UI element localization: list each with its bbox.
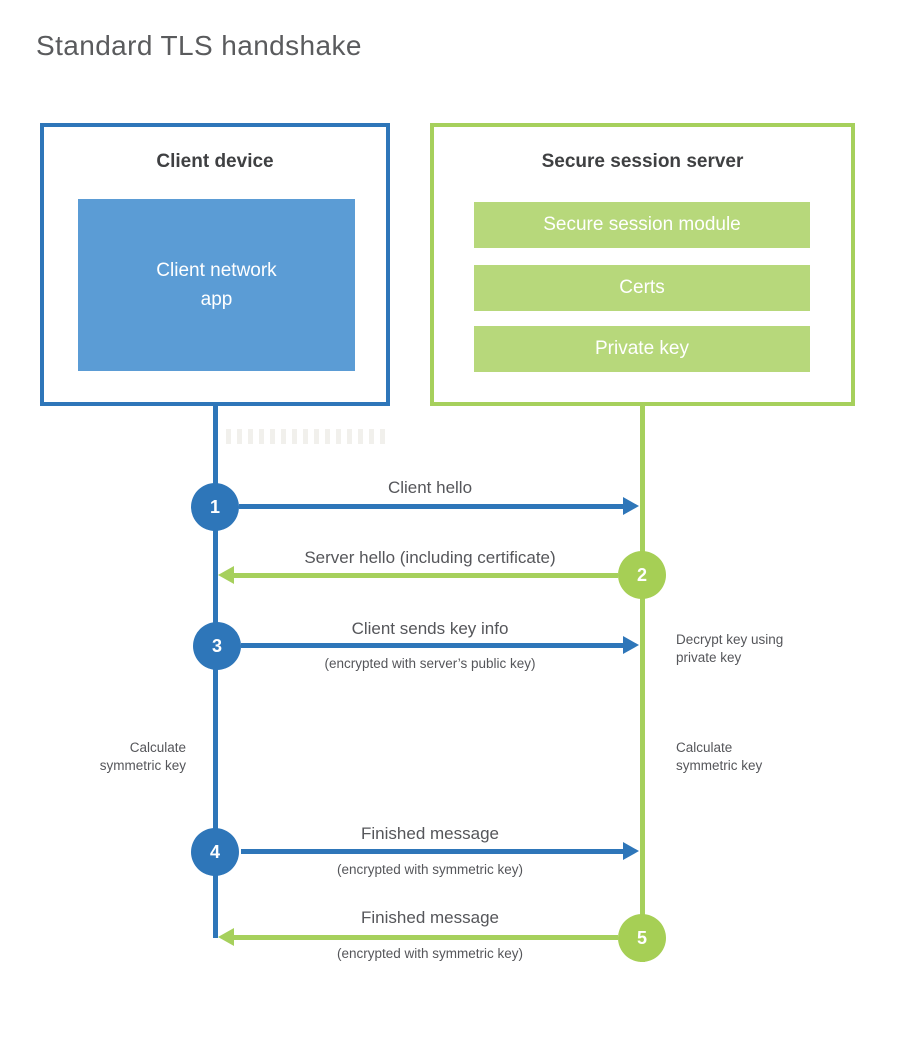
arrow-finished-server [218,928,618,946]
page-title: Standard TLS handshake [36,30,362,61]
arrow-client-key-info [241,636,639,654]
server-module-private-key: Private key [474,326,810,372]
step-5-badge: 5 [618,914,666,962]
faint-watermark-artifact [226,429,386,444]
arrow-head-left-icon [218,566,234,584]
label-server-hello: Server hello (including certificate) [304,548,556,567]
note-calculate-symmetric-key-client: Calculate symmetric key [99,740,186,773]
step-3-badge: 3 [193,622,241,670]
label-finished-server: Finished message [361,908,499,927]
secure-session-server-title: Secure session server [541,151,744,172]
label-finished-client: Finished message [361,824,499,843]
label-client-key-info: Client sends key info [351,619,509,638]
step-2-badge: 2 [618,551,666,599]
server-module-certs: Certs [474,265,810,311]
arrow-head-right-icon [623,636,639,654]
arrow-shaft [230,573,618,578]
arrow-finished-client [241,842,639,860]
client-lifeline [213,405,218,938]
arrow-shaft [241,849,627,854]
arrow-shaft [230,935,618,940]
arrow-server-hello [218,566,618,584]
arrow-head-right-icon [623,497,639,515]
note-calculate-symmetric-key-server: Calculate symmetric key [676,740,763,773]
server-module-secure-session: Secure session module [474,202,810,248]
sublabel-finished-server: (encrypted with symmetric key) [336,946,524,961]
step-4-badge: 4 [191,828,239,876]
label-client-hello: Client hello [387,478,473,497]
step-1-badge: 1 [191,483,239,531]
arrow-client-hello [239,497,639,515]
arrow-shaft [241,643,627,648]
note-decrypt-key: Decrypt key using private key [676,632,784,665]
server-lifeline [640,405,645,962]
sublabel-client-key-info: (encrypted with server’s public key) [324,656,536,671]
arrow-head-right-icon [623,842,639,860]
sublabel-finished-client: (encrypted with symmetric key) [336,862,524,877]
client-device-title: Client device [156,151,274,172]
client-network-app-module: Client network app [78,199,355,371]
arrow-head-left-icon [218,928,234,946]
arrow-shaft [239,504,627,509]
